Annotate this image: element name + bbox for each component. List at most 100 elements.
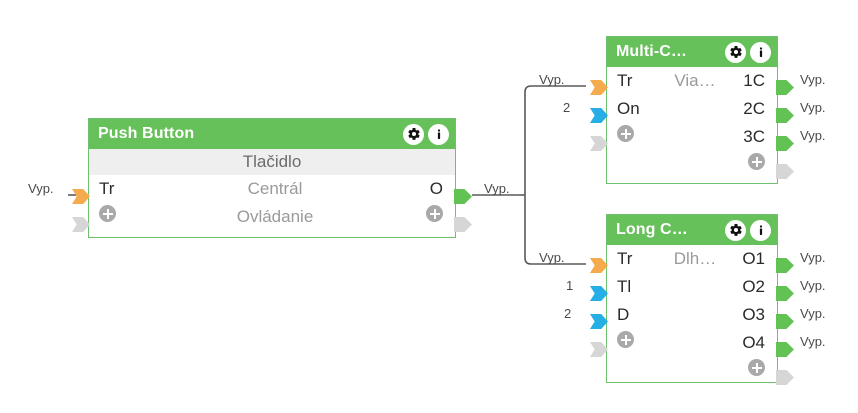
info-icon[interactable] [750,41,771,63]
input-label: On [617,99,640,118]
output-label: 2C [743,99,765,118]
node-row [607,151,777,179]
input-port-add[interactable] [72,217,90,232]
plus-icon[interactable] [617,331,634,348]
input-label: Tr [99,179,115,198]
node-title: Multi-C… [616,43,688,60]
node-row: 3C [607,123,777,151]
node-row: O4 [607,329,777,357]
node-header-push-button[interactable]: Push Button [89,119,455,149]
node-multi-click[interactable]: Multi-C… Tr Via… [590,36,794,184]
add-input-button[interactable] [607,123,651,151]
wire-to-multi-click [524,85,586,195]
node-header-long-click[interactable]: Long C… [607,215,777,245]
input-port-add[interactable] [590,342,608,357]
input-port-tl[interactable] [590,286,608,301]
output-label: O1 [742,249,765,268]
node-subtitle: Dlh… [673,249,717,268]
signal-label-push-output: Vyp. [484,181,510,196]
node-row: On 2C [607,95,777,123]
node-row: Tl O2 [607,273,777,301]
input-port-on[interactable] [590,108,608,123]
signal-label-long-trigger: Vyp. [539,250,565,265]
output-port-add[interactable] [776,370,794,385]
plus-icon[interactable] [99,205,116,222]
output-port-add[interactable] [454,217,472,232]
output-label: O3 [742,305,765,324]
output-port-o[interactable] [454,189,472,204]
input-port-tr[interactable] [590,80,608,95]
signal-label-push-input: Vyp. [28,181,54,196]
node-subtitle: Tlačidlo [89,149,455,175]
input-port-tr[interactable] [590,258,608,273]
node-row: Tr Via… 1C [607,67,777,95]
add-output-button[interactable] [739,151,777,179]
node-rows: Tr Centrál O Ovládanie [89,175,455,231]
gear-icon[interactable] [725,41,746,63]
signal-label-long-out-3: Vyp. [800,306,826,321]
output-label: 1C [743,71,765,90]
add-output-button[interactable] [739,357,777,385]
signal-label-multi-out-1: Vyp. [800,72,826,87]
output-port-o2[interactable] [776,286,794,301]
gear-icon[interactable] [725,219,746,241]
add-input-button[interactable] [607,329,651,357]
input-label: Tr [617,249,633,268]
output-port-add[interactable] [776,164,794,179]
node-row [607,357,777,385]
output-port-1c[interactable] [776,80,794,95]
plus-icon[interactable] [617,125,634,142]
node-title: Long C… [616,221,688,238]
output-label: O2 [742,277,765,296]
signal-label-long-out-2: Vyp. [800,278,826,293]
signal-label-multi-trigger: Vyp. [539,72,565,87]
plus-icon[interactable] [426,205,443,222]
node-body-multi-click: Tr Via… 1C On 2C 3C [607,67,777,179]
add-output-button[interactable] [417,203,455,231]
node-row: D O3 [607,301,777,329]
node-push-button[interactable]: Push Button Tlačidlo Tr [72,118,472,238]
header-buttons[interactable] [403,123,449,145]
header-buttons[interactable] [725,219,771,241]
input-port-tr[interactable] [72,189,90,204]
value-label-long-d: 2 [564,306,572,321]
plus-icon[interactable] [748,359,765,376]
node-rows: Tr Dlh… O1 Tl O2 D O3 O4 [607,245,777,385]
gear-icon[interactable] [403,123,424,145]
input-label: Tr [617,71,633,90]
output-port-2c[interactable] [776,108,794,123]
output-label: O [429,179,443,198]
output-label: 3C [743,127,765,146]
node-row: Tr Dlh… O1 [607,245,777,273]
input-label: D [617,305,630,324]
node-header-multi-click[interactable]: Multi-C… [607,37,777,67]
signal-label-multi-out-2: Vyp. [800,100,826,115]
node-body-long-click: Tr Dlh… O1 Tl O2 D O3 O4 [607,245,777,385]
output-port-3c[interactable] [776,136,794,151]
node-body-push-button: Tlačidlo Tr Centrál O Ovládanie [89,149,455,231]
input-port-d[interactable] [590,314,608,329]
header-buttons[interactable] [725,41,771,63]
node-row: Tr Centrál O [89,175,455,203]
node-title: Push Button [98,125,195,142]
output-port-o4[interactable] [776,342,794,357]
signal-label-long-out-1: Vyp. [800,250,826,265]
node-row: Ovládanie [89,203,455,231]
value-label-long-tl: 1 [566,278,574,293]
row-middle-label: Ovládanie [236,207,314,226]
info-icon[interactable] [750,219,771,241]
add-input-button[interactable] [89,203,133,231]
output-port-o1[interactable] [776,258,794,273]
output-port-o3[interactable] [776,314,794,329]
info-icon[interactable] [428,123,449,145]
input-port-add[interactable] [590,136,608,151]
node-long-click[interactable]: Long C… Tr Dlh… [590,214,794,385]
value-label-multi-on: 2 [563,100,571,115]
output-label: O4 [742,333,765,352]
row-middle-label: Centrál [247,179,303,198]
signal-label-long-out-4: Vyp. [800,334,826,349]
signal-label-multi-out-3: Vyp. [800,128,826,143]
node-subtitle: Via… [674,71,716,90]
plus-icon[interactable] [748,153,765,170]
